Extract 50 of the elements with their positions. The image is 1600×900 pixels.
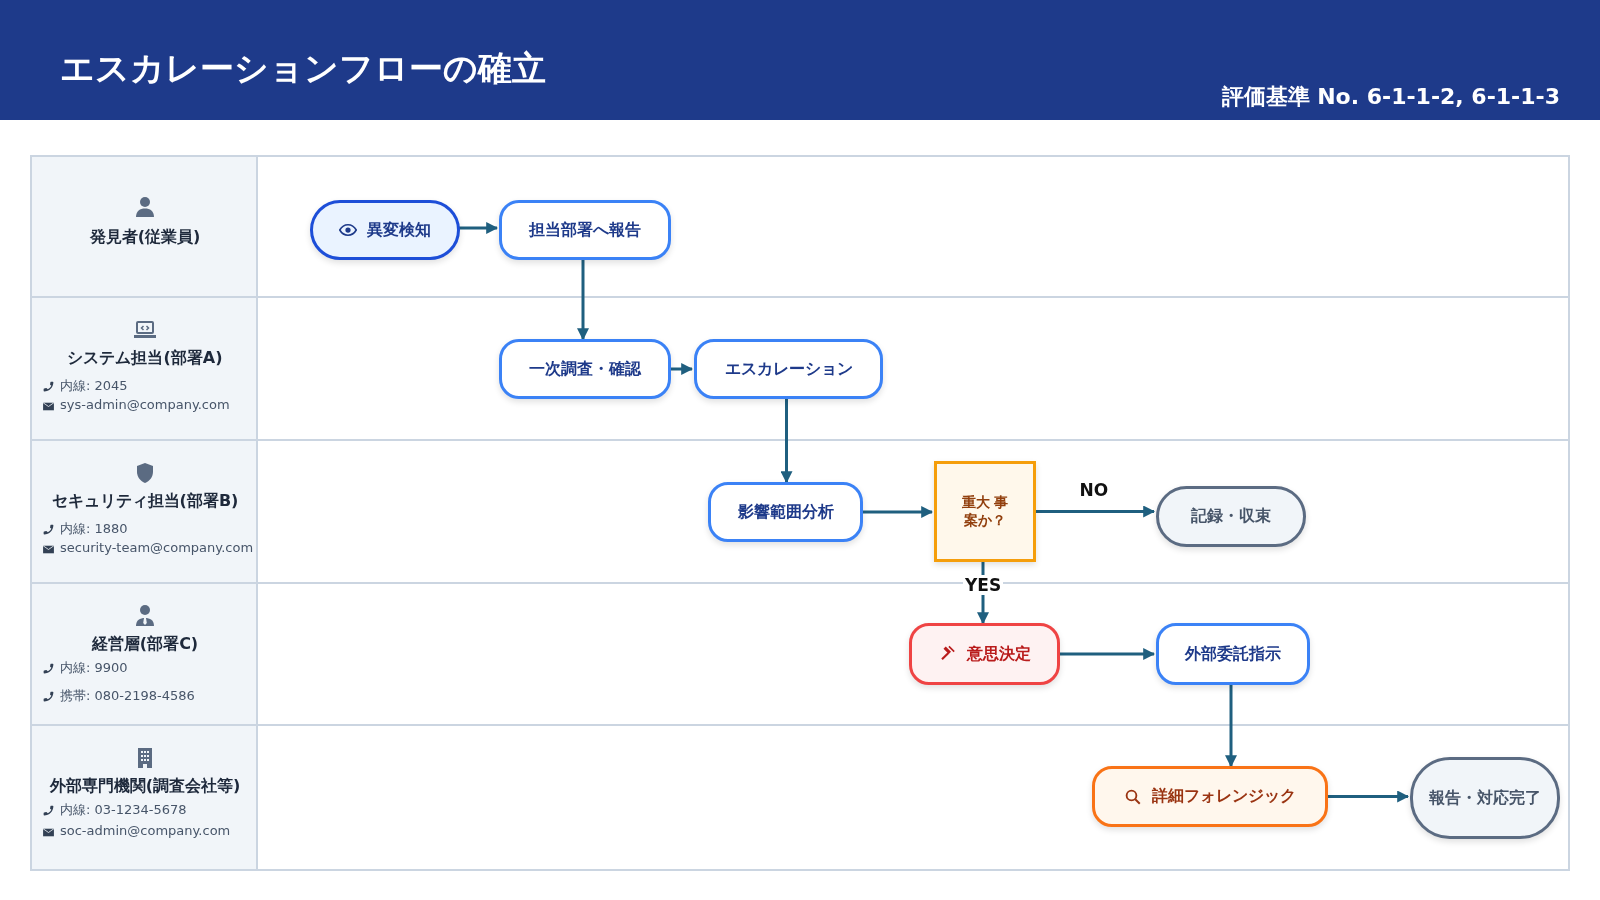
lane-title: 外部専門機関(調査会社等): [48, 776, 242, 797]
criteria-label: 評価基準 No. 6-1-1-2, 6-1-1-3: [1221, 83, 1560, 111]
phone-number: 内線: 1880: [60, 520, 128, 538]
phone-number: 内線: 9900: [60, 659, 128, 677]
start-terminal: [310, 200, 460, 260]
arrow: [458, 222, 499, 234]
lane-title: システム担当(部署A): [66, 348, 224, 369]
swimlane: [30, 298, 1570, 441]
terminal-pill: [1410, 757, 1560, 839]
swimlane: [30, 726, 1570, 871]
process-box: [499, 339, 671, 399]
arrow: [861, 506, 934, 518]
decision-making-box: [909, 623, 1060, 685]
process-box: [1156, 623, 1310, 685]
node-label: 意思決定: [966, 643, 1031, 665]
arrow: [669, 363, 694, 375]
title: エスカレーションフローの確立: [60, 47, 546, 90]
node-label: 外部委託指示: [1185, 643, 1281, 665]
node-label: 一次調査・確認: [529, 358, 641, 380]
arrow: [780, 399, 793, 484]
arrow: [1058, 648, 1156, 660]
phone-number: 携帯: 080-2198-4586: [60, 687, 195, 705]
node-label: 異変検知: [367, 219, 431, 241]
node-label: 重大 事案か？: [961, 493, 1009, 530]
node-label: 報告・対応完了: [1429, 787, 1541, 809]
arrow: [1034, 505, 1156, 518]
node-label: 記録・収束: [1191, 506, 1271, 527]
arrow: [577, 258, 589, 341]
lane-title: セキュリティ担当(部署B): [50, 491, 240, 512]
process-box: [708, 482, 863, 542]
email-address: sys-admin@company.com: [60, 397, 230, 412]
arrow: [1225, 685, 1237, 768]
terminal-pill: [1156, 486, 1306, 547]
node-label: 詳細フォレンジック: [1152, 786, 1296, 807]
lane-title: 経営層(部署C): [90, 634, 200, 655]
node-label: 影響範囲分析: [737, 501, 834, 523]
node-label: エスカレーション: [724, 358, 853, 380]
email-address: security-team@company.com: [60, 540, 254, 555]
process-box: [694, 339, 883, 399]
arrow: [1326, 790, 1410, 803]
swimlane: [30, 155, 1570, 298]
phone-number: 内線: 2045: [60, 377, 128, 395]
email-address: soc-admin@company.com: [60, 823, 231, 838]
lane-title: 発見者(従業員): [88, 227, 202, 248]
node-label: 担当部署へ報告: [529, 219, 641, 241]
decision-box: [934, 461, 1036, 562]
edge-label: YES: [963, 574, 1004, 595]
phone-number: 内線: 03-1234-5678: [60, 801, 187, 819]
forensics-box: [1092, 766, 1328, 827]
process-box: [499, 200, 671, 260]
